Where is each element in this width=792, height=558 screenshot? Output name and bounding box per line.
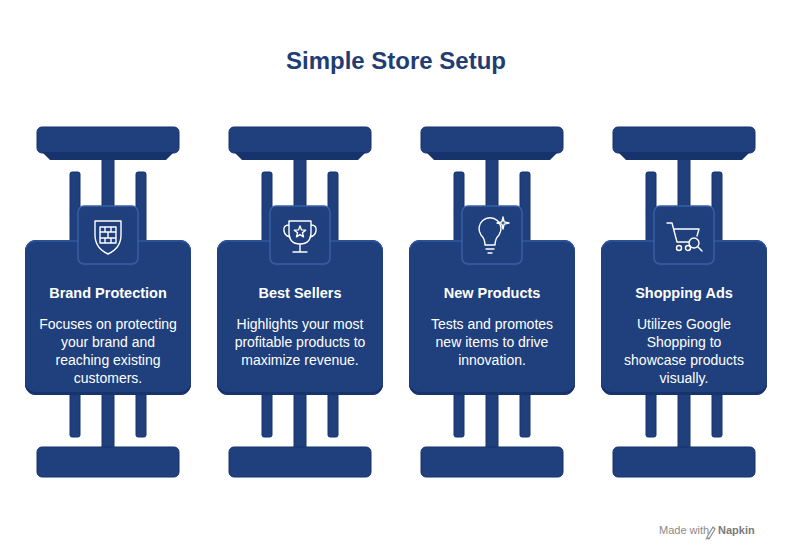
watermark-text: Made with xyxy=(659,524,709,536)
pillar-part xyxy=(421,447,563,477)
panel-description: Highlights your most profitable products… xyxy=(231,315,369,369)
pillar-part xyxy=(37,127,179,153)
pillar-part xyxy=(37,447,179,477)
feature-panel: Best SellersHighlights your most profita… xyxy=(217,240,383,395)
watermark-text: Napkin xyxy=(718,524,755,536)
panel-description: Utilizes Google Shopping to showcase pro… xyxy=(615,315,753,387)
pillar-lip xyxy=(234,152,366,160)
pillar-part xyxy=(421,127,563,153)
panel-description: Focuses on protecting your brand and rea… xyxy=(39,315,177,387)
feature-panel: New ProductsTests and promotes new items… xyxy=(409,240,575,395)
feature-panel: Brand ProtectionFocuses on protecting yo… xyxy=(25,240,191,395)
panel-description: Tests and promotes new items to drive in… xyxy=(423,315,561,369)
pillar-part xyxy=(486,148,498,248)
panel-heading: Shopping Ads xyxy=(601,284,767,302)
pillar-part xyxy=(102,148,114,248)
panel-heading: Brand Protection xyxy=(25,284,191,302)
star-icon xyxy=(294,226,305,237)
diagram-title: Simple Store Setup xyxy=(0,47,792,75)
panel-heading: New Products xyxy=(409,284,575,302)
pillar-part xyxy=(229,127,371,153)
pillar-part xyxy=(613,127,755,153)
pillar-part xyxy=(294,148,306,248)
pillar-lip xyxy=(618,152,750,160)
pillar-lip xyxy=(42,152,174,160)
pillar-part xyxy=(229,447,371,477)
sparkle-icon xyxy=(497,217,509,229)
pillar-lip xyxy=(426,152,558,160)
panel-heading: Best Sellers xyxy=(217,284,383,302)
pillar-part xyxy=(613,447,755,477)
pillar-part xyxy=(678,148,690,248)
feature-panel: Shopping AdsUtilizes Google Shopping to … xyxy=(601,240,767,395)
